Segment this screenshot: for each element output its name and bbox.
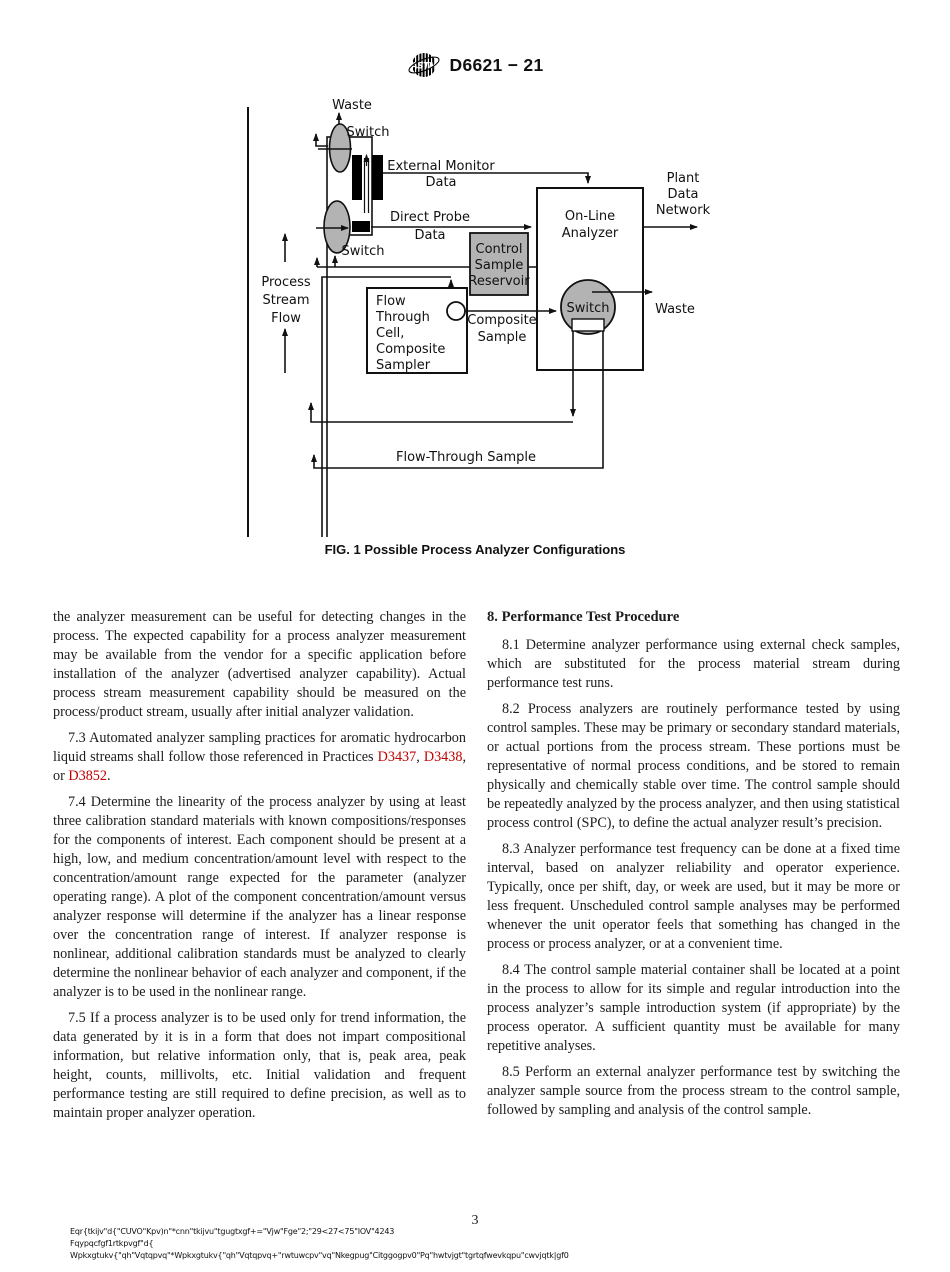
online-analyzer-label-1: On-Line bbox=[565, 209, 615, 224]
flow-through-return-line bbox=[311, 331, 604, 469]
return-line-upper bbox=[308, 402, 573, 423]
control-reservoir-box bbox=[469, 232, 529, 296]
direct-probe-block bbox=[352, 221, 370, 232]
svg-text:ASTM: ASTM bbox=[409, 62, 437, 72]
link-practice-d3437[interactable]: D3437 bbox=[377, 749, 417, 765]
flow-through-sample-label: Flow-Through Sample bbox=[396, 450, 536, 465]
astm-logo-icon: ASTM bbox=[407, 50, 441, 80]
external-monitor-bar-right bbox=[372, 155, 383, 200]
paragraph-7-3-sep1: , bbox=[416, 749, 424, 765]
paragraph-7-2-continuation: the analyzer measurement can be useful f… bbox=[53, 609, 466, 720]
page-number: 3 bbox=[471, 1213, 479, 1228]
control-reservoir-label-2: Sample bbox=[475, 258, 524, 273]
plant-label-3: Network bbox=[656, 203, 710, 218]
process-stream-label-3: Flow bbox=[271, 311, 301, 326]
sampler-port-circle bbox=[446, 301, 466, 321]
switch-mid-label: Switch bbox=[342, 244, 385, 259]
switch-circle-label: Switch bbox=[567, 301, 610, 316]
waste-top-label: Waste bbox=[332, 98, 372, 113]
paragraph-7-3: 7.3 Automated analyzer sampling practice… bbox=[53, 729, 466, 786]
link-practice-d3438[interactable]: D3438 bbox=[423, 749, 463, 765]
composite-feed-line bbox=[321, 276, 451, 537]
online-analyzer-box bbox=[536, 187, 644, 371]
copyright-line-2: Fqypqcfgf1rtkpvgf"d{ bbox=[70, 1239, 154, 1248]
document-header: ASTM D6621 − 21 bbox=[0, 50, 950, 80]
link-practice-d3852[interactable]: D3852 bbox=[68, 768, 107, 784]
flow-cell-label-5: Sampler bbox=[376, 358, 431, 373]
plant-label-1: Plant bbox=[667, 171, 700, 186]
composite-sample-label-1: Composite bbox=[467, 313, 536, 328]
composite-sample-label-2: Sample bbox=[478, 330, 527, 345]
flow-cell-label-4: Composite bbox=[376, 342, 445, 357]
waste-right-label: Waste bbox=[655, 302, 695, 317]
switch-valve-top bbox=[328, 123, 352, 173]
direct-probe-label-2: Data bbox=[414, 228, 445, 243]
external-monitor-data-line bbox=[383, 172, 591, 184]
right-column: 8. Performance Test Procedure 8.1 Determ… bbox=[487, 608, 900, 1127]
external-monitor-bar-left bbox=[352, 155, 362, 200]
paragraph-7-4: 7.4 Determine the linearity of the proce… bbox=[53, 794, 466, 1000]
control-reservoir-label-3: Reservoir bbox=[468, 274, 530, 289]
document-code: D6621 − 21 bbox=[449, 54, 544, 75]
section-8-heading: 8. Performance Test Procedure bbox=[487, 609, 680, 625]
flow-cell-box bbox=[366, 287, 468, 374]
figure-caption: FIG. 1 Possible Process Analyzer Configu… bbox=[324, 542, 626, 557]
external-monitor-label-2: Data bbox=[425, 175, 456, 190]
paragraph-7-5: 7.5 If a process analyzer is to be used … bbox=[53, 1010, 466, 1121]
paragraph-7-3-end: . bbox=[107, 768, 111, 784]
process-stream-label-1: Process bbox=[261, 275, 311, 290]
paragraph-7-3-sep2: , or bbox=[53, 749, 467, 784]
bypass-return-arrow bbox=[313, 133, 328, 147]
flow-cell-label-3: Cell, bbox=[376, 326, 404, 341]
paragraph-8-5: 8.5 Perform an external analyzer perform… bbox=[487, 1064, 900, 1118]
copyright-notice: Eqr{tkijv"d{"CUVO"Kpv)n"*cnn"tkijvu"tgug… bbox=[70, 1226, 569, 1262]
switch-valve-mid bbox=[323, 200, 351, 254]
direct-probe-label-1: Direct Probe bbox=[390, 210, 470, 225]
figure-1-diagram: Process Stream Flow Waste Switch Switch … bbox=[247, 98, 710, 537]
plant-label-2: Data bbox=[667, 187, 698, 202]
flow-cell-label-2: Through bbox=[375, 310, 430, 325]
switch-top-label: Switch bbox=[347, 125, 390, 140]
process-stream-label-2: Stream bbox=[262, 293, 309, 308]
copyright-line-1: Eqr{tkijv"d{"CUVO"Kpv)n"*cnn"tkijvu"tgug… bbox=[70, 1227, 395, 1236]
paragraph-7-3-text: 7.3 Automated analyzer sampling practice… bbox=[53, 730, 466, 765]
copyright-line-3: Wpkxgtukv{"qh"Vqtqpvq"*Wpkxgtukv{"qh"Vqt… bbox=[70, 1251, 569, 1260]
external-monitor-label-1: External Monitor bbox=[387, 159, 495, 174]
flow-cell-label-1: Flow bbox=[376, 294, 406, 309]
online-analyzer-label-2: Analyzer bbox=[562, 226, 619, 241]
paragraph-8-1: 8.1 Determine analyzer performance using… bbox=[487, 637, 900, 691]
left-column: the analyzer measurement can be useful f… bbox=[53, 608, 466, 1130]
paragraph-8-3: 8.3 Analyzer performance test frequency … bbox=[487, 841, 900, 952]
paragraph-8-4: 8.4 The control sample material containe… bbox=[487, 962, 900, 1054]
paragraph-8-2: 8.2 Process analyzers are routinely perf… bbox=[487, 701, 900, 831]
switch-notch bbox=[571, 318, 605, 332]
control-reservoir-label-1: Control bbox=[476, 242, 523, 257]
